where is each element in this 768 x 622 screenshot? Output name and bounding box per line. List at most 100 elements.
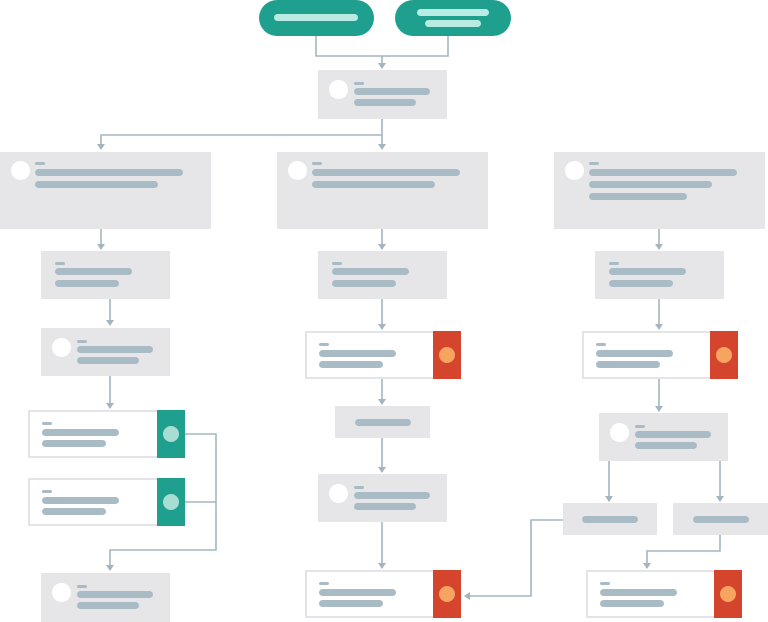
- label-placeholder-bar: [354, 492, 430, 499]
- label-placeholder-bar: [332, 280, 396, 287]
- label-placeholder-bar: [319, 600, 383, 607]
- label-tick: [77, 585, 87, 588]
- label-placeholder-bar: [35, 181, 158, 188]
- label-placeholder-bar: [609, 268, 686, 275]
- label-placeholder-bar: [35, 169, 183, 176]
- edge-right-option-a-to-mid-status-2: [464, 519, 563, 600]
- edge-start-right-to-merge: [382, 36, 449, 57]
- label-tick: [596, 343, 606, 346]
- label-tick: [319, 343, 329, 346]
- label-placeholder-bar: [42, 497, 119, 504]
- start-node-left[interactable]: [259, 0, 374, 36]
- label-placeholder-bar: [596, 361, 660, 368]
- status-dot-icon: [716, 347, 732, 363]
- label-placeholder-bar: [600, 600, 664, 607]
- right-option-node-b[interactable]: [673, 503, 768, 535]
- branch-node-right[interactable]: [554, 152, 765, 229]
- label-tick: [77, 340, 87, 343]
- user-avatar-icon: [288, 161, 307, 180]
- right-status-node-2[interactable]: [586, 570, 742, 618]
- mid-status-node-1[interactable]: [305, 331, 461, 379]
- label-placeholder-bar: [596, 350, 673, 357]
- mid-step-node-1[interactable]: [318, 251, 447, 299]
- status-badge-red: [714, 570, 742, 618]
- label-tick: [42, 490, 52, 493]
- status-badge-red: [433, 331, 461, 379]
- label-tick: [55, 262, 65, 265]
- label-tick: [354, 486, 364, 489]
- label-placeholder-bar: [42, 508, 106, 515]
- user-avatar-icon: [329, 484, 348, 503]
- label-placeholder-bar: [609, 280, 673, 287]
- label-tick: [354, 82, 364, 85]
- label-tick: [319, 582, 329, 585]
- label-placeholder-bar: [77, 346, 153, 353]
- label-placeholder-bar: [354, 503, 416, 510]
- user-avatar-icon: [610, 423, 629, 442]
- label-placeholder-bar: [332, 268, 409, 275]
- label-placeholder-bar: [312, 169, 460, 176]
- label-placeholder-bar: [42, 429, 119, 436]
- user-avatar-icon: [11, 161, 30, 180]
- mid-step-node-2[interactable]: [318, 474, 447, 522]
- label-tick: [35, 162, 45, 165]
- label-placeholder-bar: [312, 181, 435, 188]
- right-option-node-a[interactable]: [563, 503, 657, 535]
- start-node-right[interactable]: [395, 0, 511, 36]
- label-placeholder-bar: [589, 181, 712, 188]
- label-placeholder-bar: [600, 589, 677, 596]
- edge-right-option-b-to-status-2: [643, 535, 721, 569]
- mid-label-node[interactable]: [335, 406, 430, 438]
- status-dot-icon: [163, 426, 179, 442]
- status-badge-green: [157, 410, 185, 458]
- label-placeholder-bar: [693, 516, 749, 523]
- label-placeholder-bar: [589, 169, 737, 176]
- merge-node[interactable]: [318, 70, 447, 119]
- user-avatar-icon: [329, 80, 348, 99]
- label-placeholder-bar: [319, 589, 396, 596]
- left-status-node-2[interactable]: [28, 478, 185, 526]
- status-dot-icon: [439, 347, 455, 363]
- label-placeholder-bar: [274, 14, 358, 21]
- mid-status-node-2[interactable]: [305, 570, 461, 618]
- label-placeholder-bar: [425, 20, 481, 27]
- edge-left-status-1-to-end: [106, 433, 217, 571]
- label-tick: [312, 162, 322, 165]
- label-placeholder-bar: [635, 442, 697, 449]
- status-dot-icon: [720, 586, 736, 602]
- user-avatar-icon: [52, 583, 71, 602]
- user-avatar-icon: [52, 338, 71, 357]
- label-placeholder-bar: [77, 357, 139, 364]
- right-step-node-1[interactable]: [595, 251, 724, 299]
- left-step-node-2[interactable]: [41, 328, 170, 376]
- label-placeholder-bar: [355, 419, 411, 426]
- label-placeholder-bar: [635, 431, 711, 438]
- label-placeholder-bar: [354, 99, 416, 106]
- label-placeholder-bar: [77, 602, 139, 609]
- label-placeholder-bar: [319, 350, 396, 357]
- status-dot-icon: [439, 586, 455, 602]
- edge-start-left-to-merge: [315, 36, 386, 69]
- status-badge-red: [433, 570, 461, 618]
- label-tick: [332, 262, 342, 265]
- branch-node-left[interactable]: [0, 152, 211, 229]
- label-tick: [589, 162, 599, 165]
- label-placeholder-bar: [582, 516, 638, 523]
- user-avatar-icon: [565, 161, 584, 180]
- left-status-node-1[interactable]: [28, 410, 185, 458]
- label-placeholder-bar: [42, 440, 106, 447]
- status-dot-icon: [163, 494, 179, 510]
- label-placeholder-bar: [55, 280, 119, 287]
- right-step-node-2[interactable]: [599, 413, 728, 461]
- label-tick: [42, 422, 52, 425]
- label-tick: [609, 262, 619, 265]
- right-status-node-1[interactable]: [582, 331, 738, 379]
- label-placeholder-bar: [77, 591, 153, 598]
- left-step-node-1[interactable]: [41, 251, 170, 299]
- label-tick: [600, 582, 610, 585]
- label-placeholder-bar: [417, 9, 489, 16]
- label-placeholder-bar: [354, 88, 430, 95]
- branch-node-middle[interactable]: [277, 152, 488, 229]
- left-end-node[interactable]: [41, 573, 170, 622]
